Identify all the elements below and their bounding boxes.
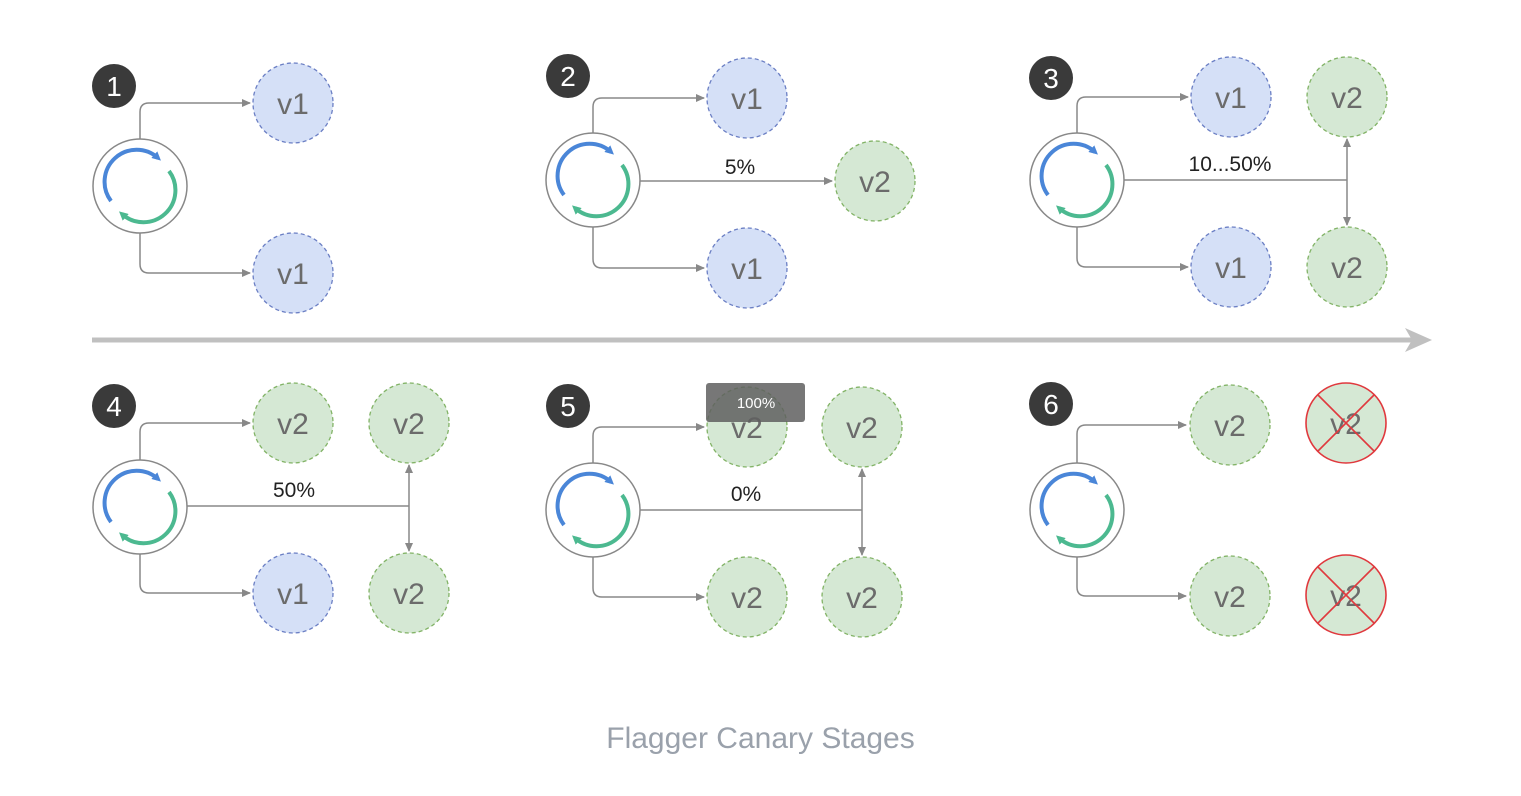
stage-6: 6 v2 v2 v2 v2 — [1029, 382, 1387, 637]
primary-pod-bottom: v1 — [1190, 226, 1272, 308]
traffic-weight-label: 0% — [731, 483, 761, 506]
connector-lines — [139, 419, 413, 597]
svg-text:4: 4 — [106, 391, 122, 422]
primary-pod-bottom: v1 — [252, 552, 334, 634]
canary-pod-top: v2 — [1306, 56, 1388, 138]
primary-pod-top: v2 — [252, 382, 334, 464]
connector-lines — [592, 423, 866, 601]
svg-text:v1: v1 — [1215, 82, 1247, 115]
svg-text:v2: v2 — [846, 582, 878, 615]
primary-pod-top: v1 — [252, 62, 334, 144]
stage-number-badge: 5 — [546, 384, 590, 428]
svg-text:v1: v1 — [731, 83, 763, 116]
svg-text:v2: v2 — [1331, 252, 1363, 285]
svg-text:v2: v2 — [393, 578, 425, 611]
primary-pod-bottom: v2 — [706, 556, 788, 638]
stage-number-badge: 6 — [1029, 382, 1073, 426]
svg-text:v2: v2 — [859, 166, 891, 199]
svg-text:3: 3 — [1043, 63, 1059, 94]
cross-icon — [1317, 394, 1375, 452]
connector-lines — [139, 99, 251, 277]
svg-text:v1: v1 — [277, 258, 309, 291]
svg-text:6: 6 — [1043, 389, 1059, 420]
svg-text:v1: v1 — [731, 253, 763, 286]
canary-pod-top: v2 — [368, 382, 450, 464]
svg-text:v2: v2 — [1214, 410, 1246, 443]
traffic-weight-label: 5% — [725, 156, 755, 179]
canary-pod-bottom: v2 — [821, 556, 903, 638]
connector-lines — [592, 94, 833, 272]
svg-text:5: 5 — [560, 391, 576, 422]
router-sync-icon — [92, 459, 188, 555]
svg-text:v2: v2 — [1214, 581, 1246, 614]
diagram-caption: Flagger Canary Stages — [606, 722, 915, 755]
router-sync-icon — [1029, 132, 1125, 228]
svg-text:2: 2 — [560, 61, 576, 92]
removed-canary-pod-bottom: v2 — [1305, 554, 1387, 636]
stage-3: 3 10...50% v1 v1 v2 v2 — [1029, 56, 1388, 308]
primary-pod-top: v1 — [1190, 56, 1272, 138]
stage-5: 5 0% v2 100% v2 v2 — [545, 383, 903, 638]
router-sync-icon — [92, 138, 188, 234]
svg-text:100%: 100% — [737, 395, 775, 412]
stage-number-badge: 2 — [546, 54, 590, 98]
svg-text:1: 1 — [106, 71, 122, 102]
router-sync-icon — [545, 462, 641, 558]
primary-pod-top: v1 — [706, 57, 788, 139]
svg-text:v1: v1 — [277, 578, 309, 611]
weight-tooltip: 100% — [706, 383, 805, 422]
svg-text:v1: v1 — [1215, 252, 1247, 285]
stage-number-badge: 1 — [92, 64, 136, 108]
cross-icon — [1317, 566, 1375, 624]
svg-text:v2: v2 — [277, 408, 309, 441]
traffic-weight-label: 10...50% — [1189, 153, 1272, 176]
router-sync-icon — [1029, 462, 1125, 558]
primary-pod-bottom: v1 — [252, 232, 334, 314]
primary-pod-bottom: v1 — [706, 227, 788, 309]
primary-pod-bottom: v2 — [1189, 555, 1271, 637]
stage-4: 4 50% v2 v1 v2 v2 — [92, 382, 450, 634]
svg-text:v1: v1 — [277, 88, 309, 121]
stage-1: 1 v1 v1 — [92, 62, 334, 314]
connector-lines — [1076, 421, 1187, 600]
svg-text:v2: v2 — [1331, 82, 1363, 115]
router-sync-icon — [545, 132, 641, 228]
stage-number-badge: 4 — [92, 384, 136, 428]
connector-lines — [1076, 93, 1351, 271]
svg-text:v2: v2 — [846, 412, 878, 445]
timeline-arrow — [92, 328, 1432, 352]
canary-pod: v2 — [834, 140, 916, 222]
stage-number-badge: 3 — [1029, 56, 1073, 100]
svg-text:v2: v2 — [731, 582, 763, 615]
primary-pod-top: v2 — [1189, 384, 1271, 466]
stage-2: 2 5% v1 v2 v1 — [545, 54, 916, 309]
canary-pod-bottom: v2 — [368, 552, 450, 634]
traffic-weight-label: 50% — [273, 479, 315, 502]
canary-pod-bottom: v2 — [1306, 226, 1388, 308]
svg-text:v2: v2 — [393, 408, 425, 441]
removed-canary-pod-top: v2 — [1305, 382, 1387, 464]
canary-pod-top: v2 — [821, 386, 903, 468]
